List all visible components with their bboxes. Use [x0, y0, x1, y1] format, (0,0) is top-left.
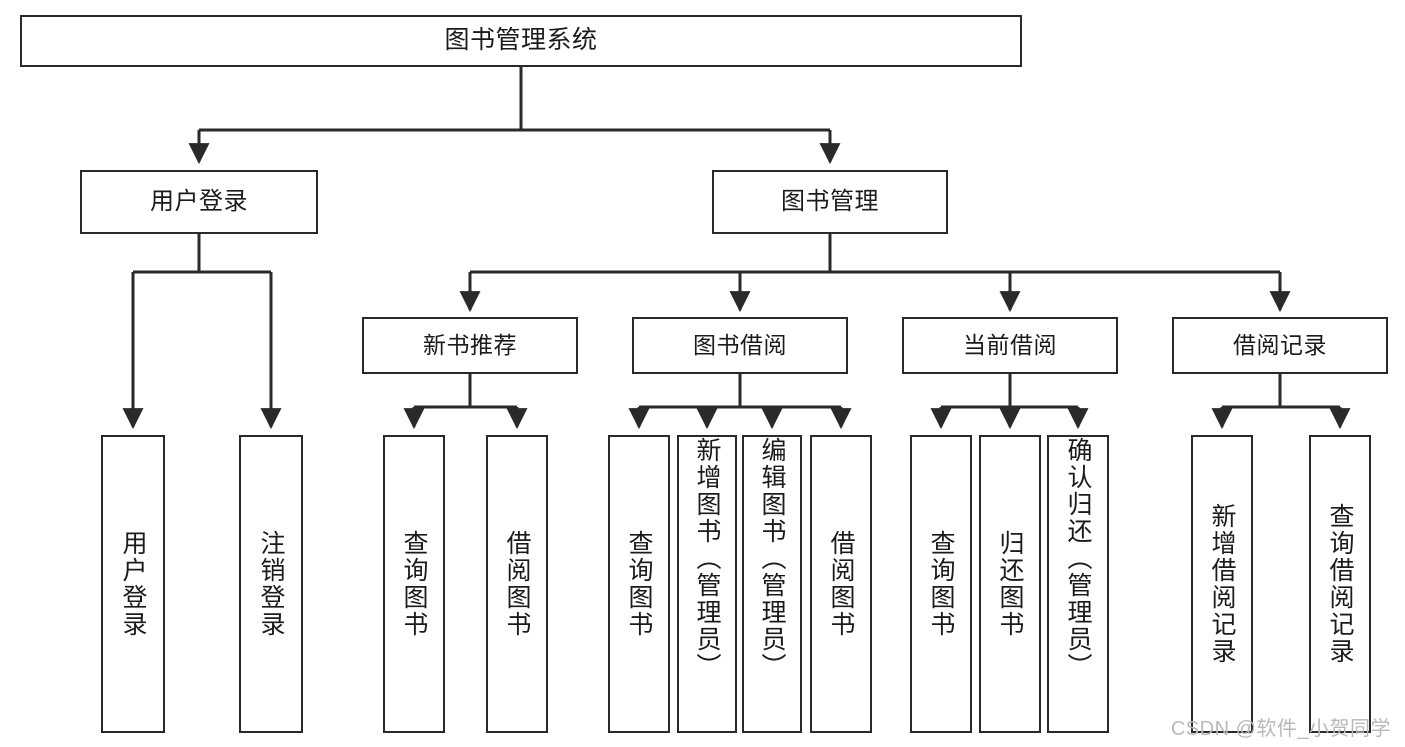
- node-leaf-query-book-1[interactable]: 查询图书: [383, 435, 445, 733]
- node-leaf-user-logout-label: 注销登录: [257, 530, 285, 638]
- node-leaf-query-record[interactable]: 查询借阅记录: [1309, 435, 1371, 733]
- node-leaf-query-book-2-label: 查询图书: [625, 530, 653, 638]
- node-current-borrow-label: 当前借阅: [963, 331, 1057, 358]
- node-leaf-user-logout[interactable]: 注销登录: [239, 435, 303, 733]
- node-leaf-return-book[interactable]: 归还图书: [979, 435, 1041, 733]
- node-new-book-recommend-label: 新书推荐: [423, 331, 517, 358]
- node-leaf-return-book-label: 归还图书: [996, 530, 1024, 638]
- node-leaf-edit-book[interactable]: 编辑图书（管理员）: [742, 435, 802, 733]
- node-leaf-query-book-2[interactable]: 查询图书: [608, 435, 670, 733]
- node-leaf-add-record[interactable]: 新增借阅记录: [1191, 435, 1253, 733]
- node-leaf-borrow-book-1-label: 借阅图书: [503, 530, 531, 638]
- node-leaf-borrow-book-1[interactable]: 借阅图书: [486, 435, 548, 733]
- node-leaf-confirm-return-label: 确认归还（管理员）: [1064, 437, 1092, 680]
- node-leaf-confirm-return[interactable]: 确认归还（管理员）: [1047, 435, 1109, 733]
- node-leaf-add-book-label: 新增图书（管理员）: [693, 437, 721, 680]
- node-leaf-user-login[interactable]: 用户登录: [101, 435, 165, 733]
- node-leaf-query-book-3-label: 查询图书: [927, 530, 955, 638]
- node-new-book-recommend[interactable]: 新书推荐: [362, 317, 578, 374]
- node-book-borrow-label: 图书借阅: [693, 331, 787, 358]
- node-leaf-query-book-1-label: 查询图书: [400, 530, 428, 638]
- node-leaf-query-record-label: 查询借阅记录: [1326, 503, 1354, 665]
- node-book-manage[interactable]: 图书管理: [712, 170, 948, 234]
- node-user-login[interactable]: 用户登录: [80, 170, 318, 234]
- node-current-borrow[interactable]: 当前借阅: [902, 317, 1118, 374]
- node-leaf-query-book-3[interactable]: 查询图书: [910, 435, 972, 733]
- node-user-login-label: 用户登录: [150, 187, 248, 215]
- node-leaf-add-book[interactable]: 新增图书（管理员）: [677, 435, 737, 733]
- node-leaf-borrow-book-2[interactable]: 借阅图书: [810, 435, 872, 733]
- node-borrow-record[interactable]: 借阅记录: [1172, 317, 1388, 374]
- watermark: CSDN @软件_小贺同学: [1170, 718, 1391, 740]
- node-book-manage-label: 图书管理: [781, 187, 879, 215]
- node-borrow-record-label: 借阅记录: [1233, 331, 1327, 358]
- node-root[interactable]: 图书管理系统: [20, 15, 1022, 67]
- node-root-label: 图书管理系统: [444, 26, 598, 55]
- node-leaf-edit-book-label: 编辑图书（管理员）: [758, 437, 786, 680]
- node-leaf-borrow-book-2-label: 借阅图书: [827, 530, 855, 638]
- node-leaf-user-login-label: 用户登录: [119, 530, 147, 638]
- node-book-borrow[interactable]: 图书借阅: [632, 317, 848, 374]
- node-leaf-add-record-label: 新增借阅记录: [1208, 503, 1236, 665]
